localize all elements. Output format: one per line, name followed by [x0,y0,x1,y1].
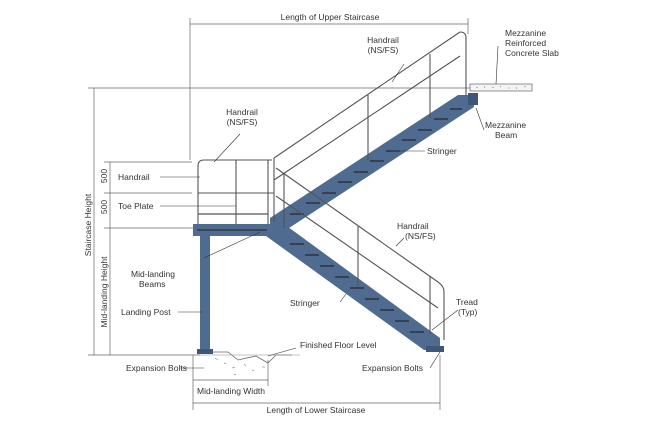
label-mezz-slab-2: Reinforced [505,38,546,48]
label-landing-post: Landing Post [121,307,171,317]
label-staircase-height: Staircase Height [83,193,93,256]
label-handrail-landing: Handrail [226,107,258,117]
label-handrail-lower: Handrail [397,221,429,231]
label-handrail-landing-ns: (NS/FS) [227,117,258,127]
label-length-upper: Length of Upper Staircase [281,12,380,22]
label-mid-landing-width: Mid-landing Width [197,386,265,396]
label-handrail-upper-ns: (NS/FS) [368,45,399,55]
label-mid-landing-beams-1: Mid-landing [131,269,175,279]
label-expansion-bolts-left: Expansion Bolts [126,363,187,373]
label-finished-floor: Finished Floor Level [300,340,377,350]
label-handrail-left: Handrail [118,172,150,182]
dimension-lines [88,18,470,410]
landing-post [200,236,210,352]
leader-lines [160,45,499,369]
label-dim-500-b: 500 [99,200,109,214]
upper-stringer [270,95,474,230]
label-mezz-slab-1: Mezzanine [505,28,546,38]
finished-floor [192,351,300,376]
mezzanine-slab [469,83,533,92]
label-length-lower: Length of Lower Staircase [267,405,366,415]
label-stringer-upper: Stringer [427,146,457,156]
label-mid-landing-beams-2: Beams [139,279,165,289]
label-toe-plate: Toe Plate [118,201,154,211]
mezzanine-beam-shape [468,93,478,105]
label-tread-2: (Typ) [458,307,478,317]
label-tread-1: Tread [456,297,478,307]
lower-stringer-base [426,346,444,352]
label-mid-landing-height: Mid-landing Height [99,256,109,328]
label-mezz-slab-3: Concrete Slab [505,48,559,58]
label-handrail-upper: Handrail [367,35,399,45]
label-dim-500-a: 500 [99,169,109,183]
label-handrail-lower-ns: (NS/FS) [405,231,436,241]
label-stringer-lower: Stringer [290,298,320,308]
label-mezz-beam-1: Mezzanine [485,120,526,130]
landing-post-base [197,349,213,354]
lower-treads [290,243,424,333]
label-mezz-beam-2: Beam [495,130,517,140]
lower-stringer [266,224,440,350]
handrails [197,31,467,340]
label-expansion-bolts-right: Expansion Bolts [362,363,423,373]
